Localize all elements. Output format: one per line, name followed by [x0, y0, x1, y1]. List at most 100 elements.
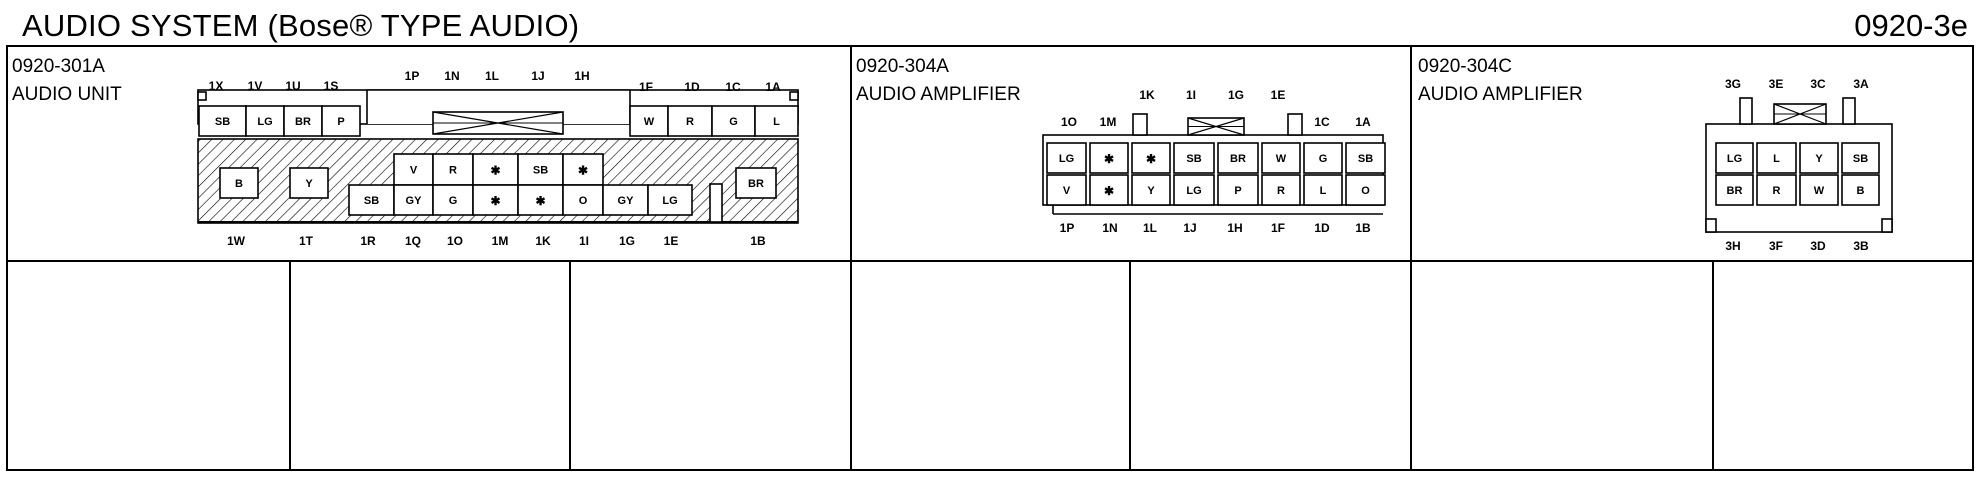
- amp-c-pin-3H: 3H: [1725, 239, 1740, 253]
- amp-a-row1-cell-5: W: [1276, 153, 1287, 165]
- amp-a-lock-left: [1132, 113, 1148, 136]
- amp-c-row2-cell-0: BR: [1727, 185, 1743, 197]
- amp-c-pin-3B: 3B: [1853, 239, 1869, 253]
- audio-unit-bottom-cell-4-box: [517, 184, 564, 216]
- amp-a-row1-cell-4-box: [1217, 142, 1259, 174]
- audio-unit-pin-1R: 1R: [360, 234, 376, 248]
- amp-a-row1-cell-7-box: [1345, 142, 1386, 174]
- audio-unit-top-cell-0: SB: [215, 116, 230, 128]
- amp-a-pin-1E: 1E: [1271, 88, 1286, 102]
- amp-c-foot-left: [1705, 218, 1717, 233]
- audio-unit-bottom-cell-0: SB: [364, 195, 379, 207]
- audio-unit-pin-1F: 1F: [639, 80, 653, 94]
- audio-unit-pin-1A: 1A: [765, 80, 781, 94]
- amp-a-pin-1K: 1K: [1139, 88, 1155, 102]
- amp-c-row2-cell-0-box: [1715, 174, 1754, 206]
- amp-c-row2-cell-1: R: [1773, 185, 1781, 197]
- amp-a-pin-1C: 1C: [1314, 115, 1330, 129]
- amp-a-pin-1L: 1L: [1143, 221, 1157, 235]
- amp-a-pin-1M: 1M: [1100, 115, 1117, 129]
- panel-id-audio-unit: 0920-301A: [12, 56, 105, 77]
- audio-unit-top-cell-2-box: [283, 105, 323, 137]
- audio-unit-side-y-box: [289, 167, 329, 199]
- amp-a-row1-cell-0-box: [1046, 142, 1087, 174]
- amp-a-row1-cell-3-box: [1173, 142, 1215, 174]
- amp-c-pin-3F: 3F: [1769, 239, 1783, 253]
- audio-unit-latch: [709, 183, 723, 223]
- amp-c-row1-cell-3: SB: [1853, 153, 1868, 165]
- amp-a-row2-cell-6-box: [1303, 174, 1343, 206]
- amp-a-pin-1O: 1O: [1061, 115, 1077, 129]
- audio-unit-pin-1L: 1L: [485, 69, 499, 83]
- amp-a-row1-cell-4: BR: [1230, 153, 1246, 165]
- amp-a-row2-cell-2-box: [1131, 174, 1171, 206]
- amp-a-row2-cell-2: Y: [1147, 185, 1155, 197]
- amp-a-row2-cell-7: O: [1361, 185, 1370, 197]
- audio-unit-pin-1D: 1D: [684, 80, 700, 94]
- amp-a-row1-cell-1: ✱: [1104, 152, 1114, 166]
- amp-a-row2-cell-3-box: [1173, 174, 1215, 206]
- audio-unit-top-cell-r3: L: [773, 116, 780, 128]
- audio-unit-pin-1E: 1E: [664, 234, 679, 248]
- amp-a-row2-cell-0: V: [1063, 185, 1071, 197]
- audio-unit-side-br: BR: [748, 178, 764, 190]
- audio-unit-bottom-cell-3: ✱: [490, 194, 500, 208]
- audio-unit-pin-1V: 1V: [248, 79, 263, 93]
- amp-a-row1-cell-0: LG: [1059, 153, 1074, 165]
- audio-unit-top-cell-3: P: [337, 116, 344, 128]
- audio-unit-pin-1B: 1B: [750, 234, 766, 248]
- amp-a-pin-1D: 1D: [1314, 221, 1330, 235]
- amp-c-row1-cell-1-box: [1756, 142, 1797, 174]
- page-title: AUDIO SYSTEM (Bose® TYPE AUDIO): [22, 8, 580, 43]
- audio-unit-pin-1W: 1W: [227, 234, 246, 248]
- amp-a-row2-cell-5-box: [1261, 174, 1301, 206]
- audio-unit-mid-cell-2: ✱: [490, 164, 500, 178]
- audio-unit-pin-1O: 1O: [447, 234, 463, 248]
- amp-a-row2-cell-7-box: [1345, 174, 1386, 206]
- audio-unit-pin-1U: 1U: [285, 79, 300, 93]
- panel-name-amp-a: AUDIO AMPLIFIER: [856, 84, 1021, 105]
- amp-c-row1-cell-1: L: [1773, 153, 1780, 165]
- grid-frame: [6, 45, 1974, 471]
- amp-c-pin-3D: 3D: [1810, 239, 1826, 253]
- audio-unit-top-cell-0-box: [198, 105, 247, 137]
- amp-a-row1-cell-1-box: [1089, 142, 1129, 174]
- audio-unit-mid-cell-4: ✱: [578, 164, 588, 178]
- amp-a-row2-cell-4-box: [1217, 174, 1259, 206]
- amp-c-lock-left: [1739, 97, 1753, 125]
- audio-unit-bottom-cell-5: O: [579, 195, 588, 207]
- audio-unit-pin-1G: 1G: [619, 234, 635, 248]
- audio-unit-pin-1S: 1S: [324, 79, 339, 93]
- audio-unit-pin-1T: 1T: [299, 234, 314, 248]
- amp-a-row2-cell-1-box: [1089, 174, 1129, 206]
- audio-unit-top-cell-3-box: [321, 105, 361, 137]
- audio-unit-side-br-box: [735, 167, 777, 199]
- audio-unit-top-cell-2: BR: [295, 116, 311, 128]
- amp-c-pin-3C: 3C: [1810, 77, 1826, 91]
- amp-a-row1-cell-6-box: [1303, 142, 1343, 174]
- amp-a-row1-cell-2: ✱: [1146, 152, 1156, 166]
- amp-a-pin-1G: 1G: [1228, 88, 1244, 102]
- panel-name-audio-unit: AUDIO UNIT: [12, 84, 122, 105]
- amp-a-row2-cell-1: ✱: [1104, 184, 1114, 198]
- audio-unit-tab-left: [197, 91, 207, 101]
- amp-c-row1-cell-2: Y: [1815, 153, 1823, 165]
- audio-unit-mid-cell-3-box: [517, 153, 564, 186]
- amp-a-row1-cell-5-box: [1261, 142, 1301, 174]
- audio-unit-bottom-cell-7: LG: [662, 195, 677, 207]
- amp-c-row1-cell-0-box: [1715, 142, 1754, 174]
- amp-a-row2-cell-0-box: [1046, 174, 1087, 206]
- amp-a-row1-cell-7: SB: [1358, 153, 1373, 165]
- amp-c-pin-3A: 3A: [1853, 77, 1869, 91]
- audio-unit-mid-cell-1: R: [449, 165, 457, 177]
- amp-a-pin-1B: 1B: [1355, 221, 1371, 235]
- audio-unit-pin-1C: 1C: [725, 80, 741, 94]
- amp-c-row2-cell-2-box: [1799, 174, 1839, 206]
- audio-unit-side-b: B: [235, 178, 243, 190]
- amp-a-pin-1A: 1A: [1355, 115, 1371, 129]
- audio-unit-mid-cell-1-box: [432, 153, 474, 186]
- amp-a-row2-cell-4: P: [1234, 185, 1241, 197]
- audio-unit-bottom-cell-4: ✱: [535, 194, 545, 208]
- audio-unit-pin-1Q: 1Q: [405, 234, 421, 248]
